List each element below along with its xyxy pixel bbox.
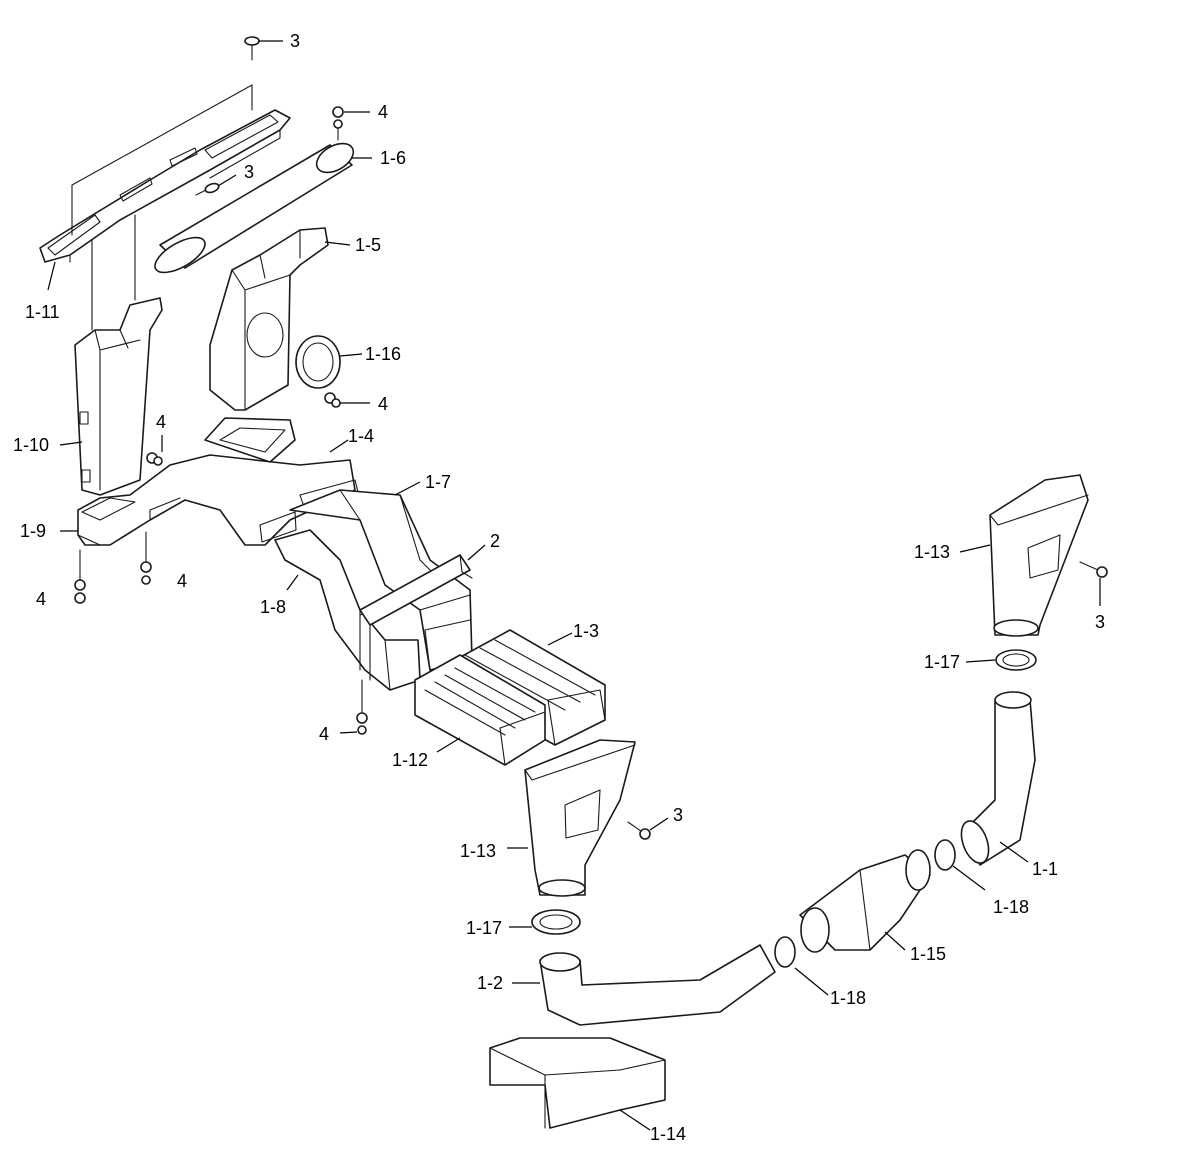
- part-1-16-ring: [295, 335, 341, 389]
- callout-3-right: 3: [1095, 612, 1105, 632]
- bolt-4-bottom-b: [140, 531, 152, 585]
- callout-1-3: 1-3: [573, 621, 599, 641]
- part-1-10-duct: [74, 297, 163, 496]
- bracket-lines-1-11: [71, 84, 253, 331]
- callout-1-9: 1-9: [20, 521, 46, 541]
- callout-4-top: 4: [378, 102, 388, 122]
- callout-1-15: 1-15: [910, 944, 946, 964]
- part-1-5-duct: [209, 227, 329, 411]
- bolt-4-lower: [356, 679, 368, 735]
- part-1-17-clamps: [531, 649, 1037, 935]
- bolt-3-right: [1079, 561, 1108, 578]
- callout-1-1: 1-1: [1032, 859, 1058, 879]
- bolt-3-mid: [195, 182, 220, 196]
- part-1-1-pipe: [960, 691, 1036, 866]
- callout-1-7: 1-7: [425, 472, 451, 492]
- part-1-15-connector: [799, 849, 931, 953]
- bolt-4-left: [146, 452, 163, 466]
- part-1-13-right-funnel: [989, 474, 1089, 637]
- part-1-12-bellows: [414, 654, 546, 766]
- bolt-3-top: [244, 36, 260, 61]
- bolt-4-bottom-a: [74, 549, 86, 604]
- callout-1-14: 1-14: [650, 1124, 686, 1144]
- part-1-6-tube: [154, 142, 355, 274]
- bolt-3-lower: [627, 821, 651, 840]
- callout-1-13-left: 1-13: [460, 841, 496, 861]
- callout-1-11: 1-11: [25, 302, 60, 322]
- callout-1-17-left: 1-17: [466, 918, 502, 938]
- callout-1-18-left: 1-18: [830, 988, 866, 1008]
- callout-3-top: 3: [290, 31, 300, 51]
- callout-1-5: 1-5: [355, 235, 381, 255]
- part-1-4-elbow: [204, 417, 359, 543]
- callout-2: 2: [490, 531, 500, 551]
- part-1-2-pipe: [539, 944, 776, 1026]
- callout-4-bottom-b: 4: [177, 571, 187, 591]
- callout-labels: 3 4 1-6 3 1-5 1-11 1-16 4 1-10 4 1-4 1-7…: [13, 31, 1105, 1144]
- bolt-4-duct: [324, 392, 341, 408]
- callout-1-13-right: 1-13: [914, 542, 950, 562]
- callout-1-4: 1-4: [348, 426, 374, 446]
- callout-1-6: 1-6: [380, 148, 406, 168]
- part-1-9-duct: [77, 454, 356, 546]
- callout-3-mid: 3: [244, 162, 254, 182]
- callout-3-lower: 3: [673, 805, 683, 825]
- callout-4-lower: 4: [319, 724, 329, 744]
- callout-4-bottom-a: 4: [36, 589, 46, 609]
- leader-lines: [47, 40, 1101, 1131]
- callout-1-16: 1-16: [365, 344, 401, 364]
- callout-4-duct: 4: [378, 394, 388, 414]
- part-1-13-left-funnel: [524, 739, 636, 897]
- part-1-11-rail: [39, 109, 291, 263]
- part-1-14-outlet: [489, 1037, 666, 1129]
- bolt-4-top: [332, 106, 344, 141]
- callout-1-17-right: 1-17: [924, 652, 960, 672]
- callout-1-12: 1-12: [392, 750, 428, 770]
- callout-1-8: 1-8: [260, 597, 286, 617]
- callout-1-18-right: 1-18: [993, 897, 1029, 917]
- callout-4-left: 4: [156, 412, 166, 432]
- callout-1-2: 1-2: [477, 973, 503, 993]
- part-2-bracket: [359, 554, 473, 681]
- callout-1-10: 1-10: [13, 435, 49, 455]
- part-1-18-clamps: [774, 839, 956, 968]
